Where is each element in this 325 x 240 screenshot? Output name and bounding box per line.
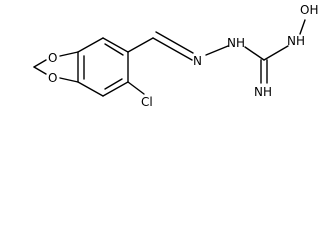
- o-label-lower: O: [48, 71, 57, 85]
- ring-double-bond: [104, 43, 124, 56]
- cl-label: Cl: [141, 95, 153, 109]
- dioxole-ring: [33, 51, 79, 83]
- nh-label-left: NH: [227, 36, 245, 50]
- ring-bond: [102, 81, 129, 97]
- c-cl-bond: [127, 81, 145, 95]
- ch-n-double-bond: [155, 31, 194, 54]
- ch-n-double-bond: [152, 37, 193, 61]
- o-label-upper: O: [48, 51, 57, 65]
- dioxole-bond: [33, 59, 47, 68]
- n-label: N: [193, 54, 202, 68]
- ring-double-bond: [104, 78, 123, 90]
- dioxole-bond: [59, 77, 79, 83]
- c-nh-bond: [263, 45, 289, 61]
- ring-bond: [77, 37, 104, 53]
- structure-canvas: OH NH NH N O O Cl NH: [33, 3, 318, 109]
- dioxole-bond: [33, 66, 47, 75]
- c-ch-bond: [127, 37, 154, 53]
- dioxole-bond: [59, 51, 79, 57]
- oh-label: OH: [300, 3, 318, 17]
- nh-imine-label: NH: [254, 85, 272, 99]
- amidine-group: [244, 19, 306, 84]
- nh-oh-bond: [299, 19, 306, 35]
- ring-bond: [102, 37, 129, 53]
- nh-c-bond: [244, 46, 265, 61]
- n-nh-bond: [205, 45, 229, 56]
- benzene-ring: [77, 37, 129, 97]
- chemical-structure: OH NH NH N O O Cl NH: [33, 3, 318, 109]
- ring-bond: [77, 81, 104, 97]
- nh-label: NH: [287, 34, 305, 48]
- hydrazone-chain: [127, 31, 229, 61]
